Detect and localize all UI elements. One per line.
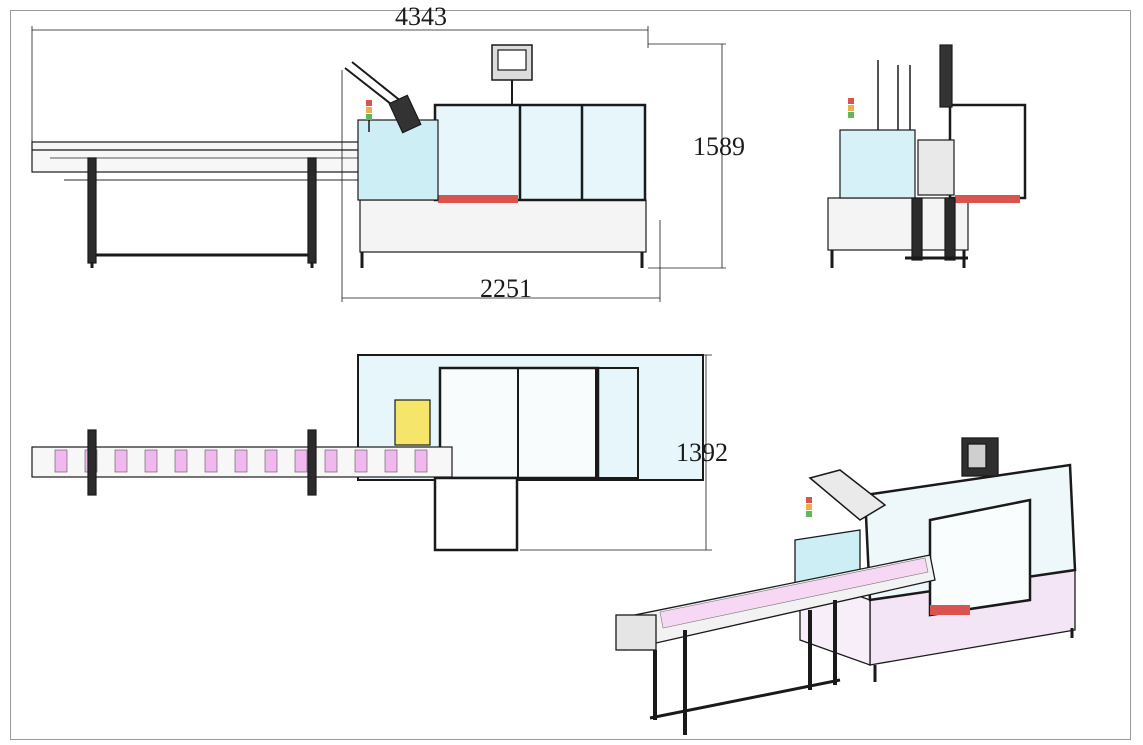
top-view <box>31 354 712 552</box>
dimension-machine-length: 2251 <box>480 274 532 303</box>
side-view <box>827 44 1027 268</box>
dimension-height: 1589 <box>693 132 745 161</box>
dimension-overall-length: 4343 <box>395 2 447 31</box>
isometric-view <box>615 437 1077 735</box>
dimension-width: 1392 <box>676 438 728 467</box>
front-view <box>31 26 726 302</box>
